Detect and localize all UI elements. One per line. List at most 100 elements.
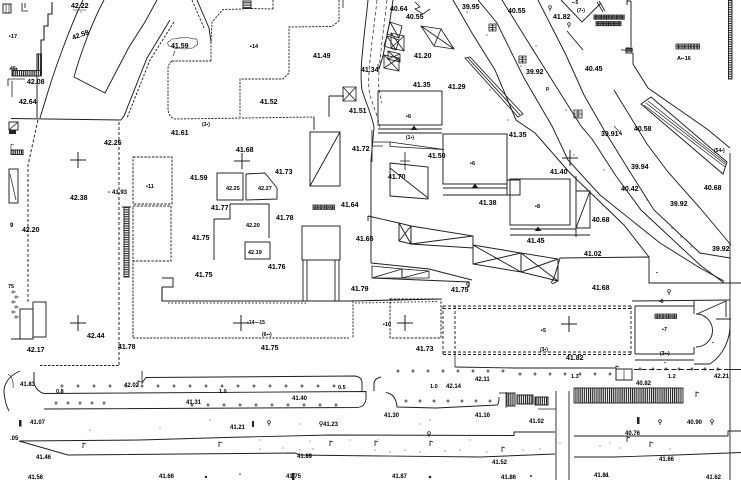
svg-text:41.73: 41.73 <box>416 346 434 353</box>
svg-text:41.62: 41.62 <box>706 475 722 480</box>
svg-text:1.3: 1.3 <box>571 374 579 380</box>
svg-text:41.23: 41.23 <box>323 422 339 428</box>
svg-text:▪: ▪ <box>664 360 666 365</box>
svg-text:41.86: 41.86 <box>501 475 517 480</box>
svg-text:39.92: 39.92 <box>712 246 730 253</box>
svg-text:41.78: 41.78 <box>276 215 294 222</box>
svg-text:41.31: 41.31 <box>186 400 202 406</box>
svg-text:41.64: 41.64 <box>341 202 359 209</box>
svg-text:41.16: 41.16 <box>475 413 491 419</box>
svg-text:(3▪): (3▪) <box>540 347 548 353</box>
svg-text:42.27: 42.27 <box>258 186 272 192</box>
svg-text:41.81: 41.81 <box>594 473 610 479</box>
svg-text:41.73: 41.73 <box>275 169 293 176</box>
svg-text:41.38: 41.38 <box>479 200 497 207</box>
svg-text:41.35: 41.35 <box>509 132 527 139</box>
svg-text:42.19: 42.19 <box>248 250 262 256</box>
svg-text:41.65: 41.65 <box>356 236 374 243</box>
svg-text:41.40: 41.40 <box>292 396 308 402</box>
svg-text:39.94: 39.94 <box>631 164 649 171</box>
svg-text:40.55: 40.55 <box>508 8 526 15</box>
svg-text:41.75: 41.75 <box>451 287 469 294</box>
svg-text:41.50: 41.50 <box>428 153 446 160</box>
svg-text:41.87: 41.87 <box>392 474 408 480</box>
svg-text:42.22: 42.22 <box>71 3 89 10</box>
svg-text:39.92: 39.92 <box>670 201 688 208</box>
svg-text:41.70: 41.70 <box>388 174 406 181</box>
svg-text:41.83: 41.83 <box>20 382 36 388</box>
svg-text:41.77: 41.77 <box>211 205 229 212</box>
svg-text:40.42: 40.42 <box>621 186 639 193</box>
svg-text:▪7: ▪7 <box>662 327 667 333</box>
svg-text:41.45: 41.45 <box>527 238 545 245</box>
svg-text:42.38: 42.38 <box>70 195 88 202</box>
svg-text:42.14: 42.14 <box>446 384 462 390</box>
svg-text:42.17: 42.17 <box>27 347 45 354</box>
svg-text:1.0: 1.0 <box>430 384 438 390</box>
svg-text:41.02: 41.02 <box>584 251 602 258</box>
svg-text:41.78: 41.78 <box>118 344 136 351</box>
svg-text:40.58: 40.58 <box>634 126 652 133</box>
svg-text:41.76: 41.76 <box>268 264 286 271</box>
svg-text:41.56: 41.56 <box>28 475 44 480</box>
svg-text:41.61: 41.61 <box>171 130 189 137</box>
svg-text:42.59: 42.59 <box>71 29 90 42</box>
svg-text:41.07: 41.07 <box>30 420 46 426</box>
svg-text:41.40: 41.40 <box>550 169 568 176</box>
svg-text:41.75: 41.75 <box>195 272 213 279</box>
svg-text:40▪: 40▪ <box>10 66 18 72</box>
svg-text:41.51: 41.51 <box>349 108 367 115</box>
svg-text:40.76: 40.76 <box>625 431 641 437</box>
svg-text:▪-5: ▪-5 <box>572 0 578 6</box>
svg-text:A▪-16: A▪-16 <box>677 56 691 62</box>
svg-text:42.11: 42.11 <box>475 377 490 383</box>
svg-text:42.44: 42.44 <box>87 333 105 340</box>
svg-text:▪14—15: ▪14—15 <box>247 320 265 326</box>
svg-text:42.64: 42.64 <box>19 99 37 106</box>
svg-text:39.95: 39.95 <box>462 4 480 11</box>
svg-text:41.72: 41.72 <box>352 146 370 153</box>
svg-text:1.0: 1.0 <box>219 389 227 395</box>
svg-text:42.08: 42.08 <box>27 79 45 86</box>
svg-text:39.92: 39.92 <box>526 69 544 76</box>
svg-text:41.79: 41.79 <box>351 286 369 293</box>
svg-text:41.93: 41.93 <box>112 190 128 196</box>
svg-text:41.02: 41.02 <box>529 419 545 425</box>
svg-text:42.20: 42.20 <box>246 223 260 229</box>
svg-text:41.89: 41.89 <box>297 454 313 460</box>
svg-text:41.68: 41.68 <box>236 147 254 154</box>
svg-text:40.90: 40.90 <box>687 420 703 426</box>
svg-text:▪6: ▪6 <box>470 161 475 167</box>
svg-text:▪6: ▪6 <box>659 299 664 305</box>
svg-text:▪14: ▪14 <box>250 44 259 50</box>
svg-text:40.82: 40.82 <box>636 381 652 387</box>
svg-text:42.20: 42.20 <box>22 227 40 234</box>
svg-text:▪: ▪ <box>656 270 658 275</box>
svg-text:42.25: 42.25 <box>226 186 240 192</box>
svg-text:40.55: 40.55 <box>406 14 424 21</box>
svg-text:41.21: 41.21 <box>230 425 246 431</box>
svg-text:41.59: 41.59 <box>190 175 208 182</box>
svg-text:41.82: 41.82 <box>553 14 571 21</box>
svg-text:75: 75 <box>8 284 14 290</box>
svg-text:▪6: ▪6 <box>406 114 411 120</box>
svg-text:(54▪): (54▪) <box>714 148 725 154</box>
svg-text:41.68: 41.68 <box>592 285 610 292</box>
svg-text:41.75: 41.75 <box>261 345 279 352</box>
svg-text:41.34: 41.34 <box>361 67 379 74</box>
svg-text:40.68: 40.68 <box>592 217 610 224</box>
svg-text:39.91: 39.91 <box>601 131 619 138</box>
svg-text:9: 9 <box>10 223 14 229</box>
svg-text:0.8: 0.8 <box>56 389 64 395</box>
svg-text:40.68: 40.68 <box>704 185 722 192</box>
svg-text:41.82: 41.82 <box>566 355 584 362</box>
svg-text:41.20: 41.20 <box>414 53 432 60</box>
svg-text:▪11: ▪11 <box>146 184 154 190</box>
svg-text:41.66: 41.66 <box>659 457 675 463</box>
svg-text:▪5: ▪5 <box>541 328 546 334</box>
svg-text:41.30: 41.30 <box>384 413 400 419</box>
svg-text:(1▪): (1▪) <box>406 135 414 141</box>
svg-text:41.49: 41.49 <box>313 53 331 60</box>
svg-text:42.21: 42.21 <box>714 374 730 380</box>
svg-text:41.52: 41.52 <box>492 460 508 466</box>
